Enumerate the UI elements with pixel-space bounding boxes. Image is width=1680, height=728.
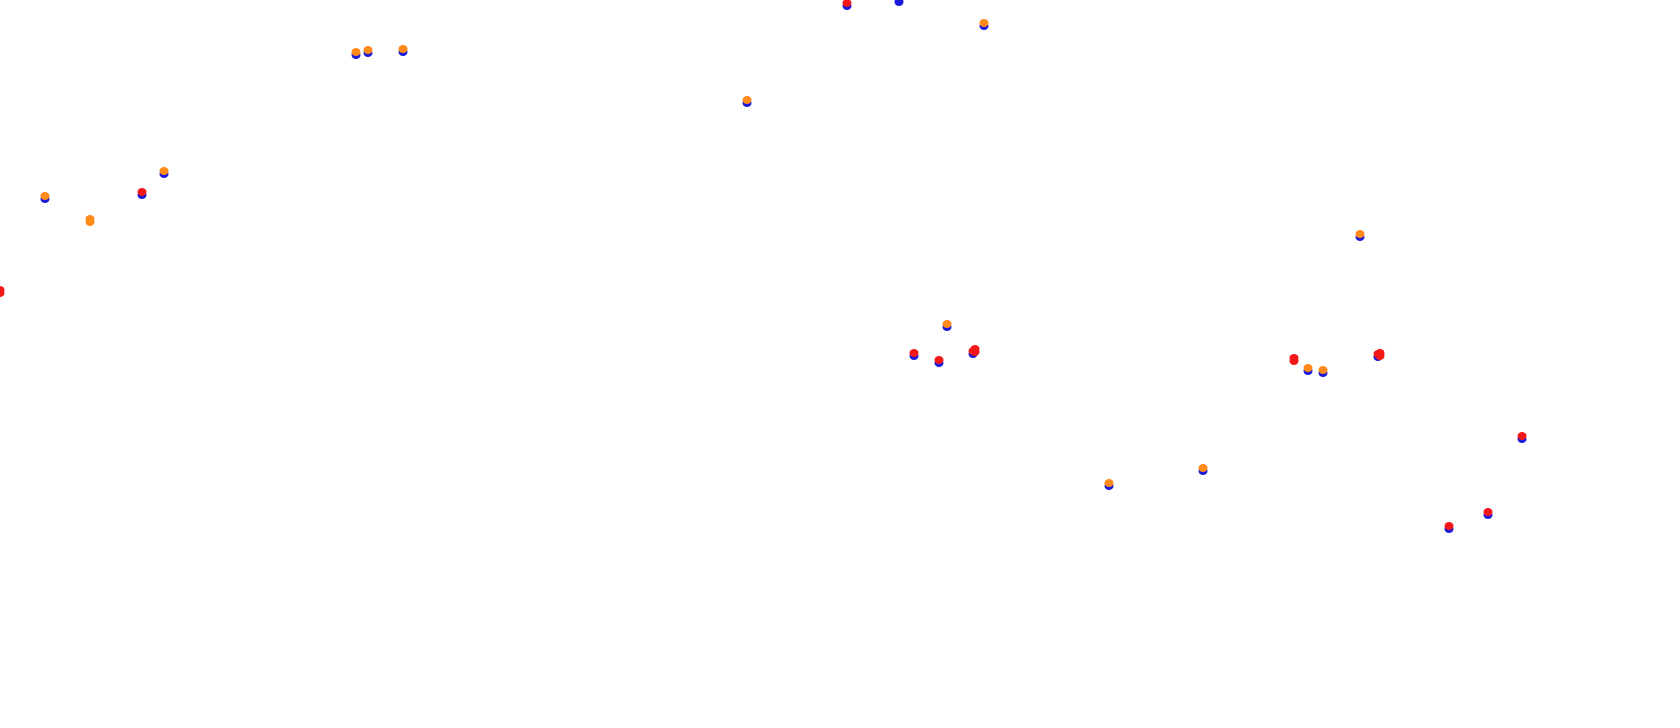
marker-point: [351, 48, 361, 59]
marker-front-dot: [970, 345, 980, 353]
marker-point: [934, 356, 944, 367]
marker-front-dot: [742, 96, 752, 104]
marker-front-dot: [842, 0, 852, 7]
marker-point: [1375, 349, 1385, 360]
marker-point: [970, 345, 980, 356]
marker-front-dot: [942, 320, 952, 328]
marker-front-dot: [1483, 508, 1493, 516]
marker-point: [40, 192, 50, 203]
marker-front-dot: [1355, 230, 1365, 238]
marker-point: [742, 96, 752, 107]
marker-front-dot: [398, 45, 408, 53]
marker-point: [1355, 230, 1365, 241]
marker-point: [1303, 364, 1313, 375]
marker-front-dot: [363, 46, 373, 54]
marker-point: [909, 349, 919, 360]
marker-point: [0, 286, 5, 297]
marker-front-dot: [1318, 366, 1328, 374]
marker-front-dot: [1104, 479, 1114, 487]
marker-front-dot: [894, 0, 904, 3]
marker-point: [85, 215, 95, 226]
marker-point: [1517, 432, 1527, 443]
marker-front-dot: [40, 192, 50, 200]
marker-front-dot: [909, 349, 919, 357]
marker-point: [842, 0, 852, 10]
marker-point: [1289, 354, 1299, 365]
marker-point: [894, 0, 904, 6]
marker-front-dot: [1444, 522, 1454, 530]
marker-point: [1198, 464, 1208, 475]
marker-front-dot: [351, 48, 361, 56]
marker-front-dot: [0, 286, 5, 294]
marker-point: [1444, 522, 1454, 533]
marker-front-dot: [1198, 464, 1208, 472]
marker-point: [942, 320, 952, 331]
marker-front-dot: [934, 356, 944, 364]
marker-front-dot: [85, 215, 95, 223]
marker-front-dot: [1289, 354, 1299, 362]
marker-point: [363, 46, 373, 57]
marker-front-dot: [159, 167, 169, 175]
marker-point: [398, 45, 408, 56]
marker-point: [1483, 508, 1493, 519]
marker-front-dot: [979, 19, 989, 27]
marker-point: [1318, 366, 1328, 377]
marker-front-dot: [1375, 349, 1385, 357]
marker-front-dot: [1517, 432, 1527, 440]
marker-point: [137, 188, 147, 199]
marker-front-dot: [1303, 364, 1313, 372]
marker-point: [979, 19, 989, 30]
marker-front-dot: [137, 188, 147, 196]
marker-point: [1104, 479, 1114, 490]
marker-point: [159, 167, 169, 178]
